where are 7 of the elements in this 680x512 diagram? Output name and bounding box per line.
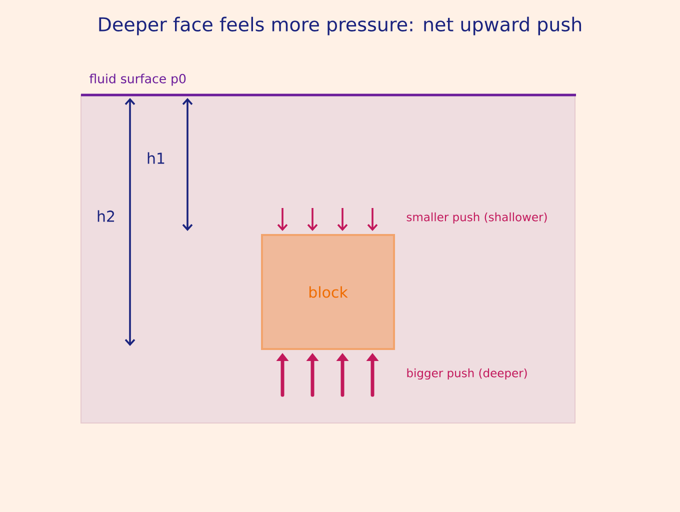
force-label: smaller push (shallower) <box>406 212 547 224</box>
dimension-label: h2 <box>98 210 114 222</box>
title: Deeper face feels more pressure: net upward push <box>99 16 582 36</box>
node-label: fluid surface p0 <box>89 74 186 86</box>
dimension-label: h1 <box>148 152 164 164</box>
force-label: bigger push (deeper) <box>407 368 527 380</box>
block-box: block <box>261 234 395 350</box>
